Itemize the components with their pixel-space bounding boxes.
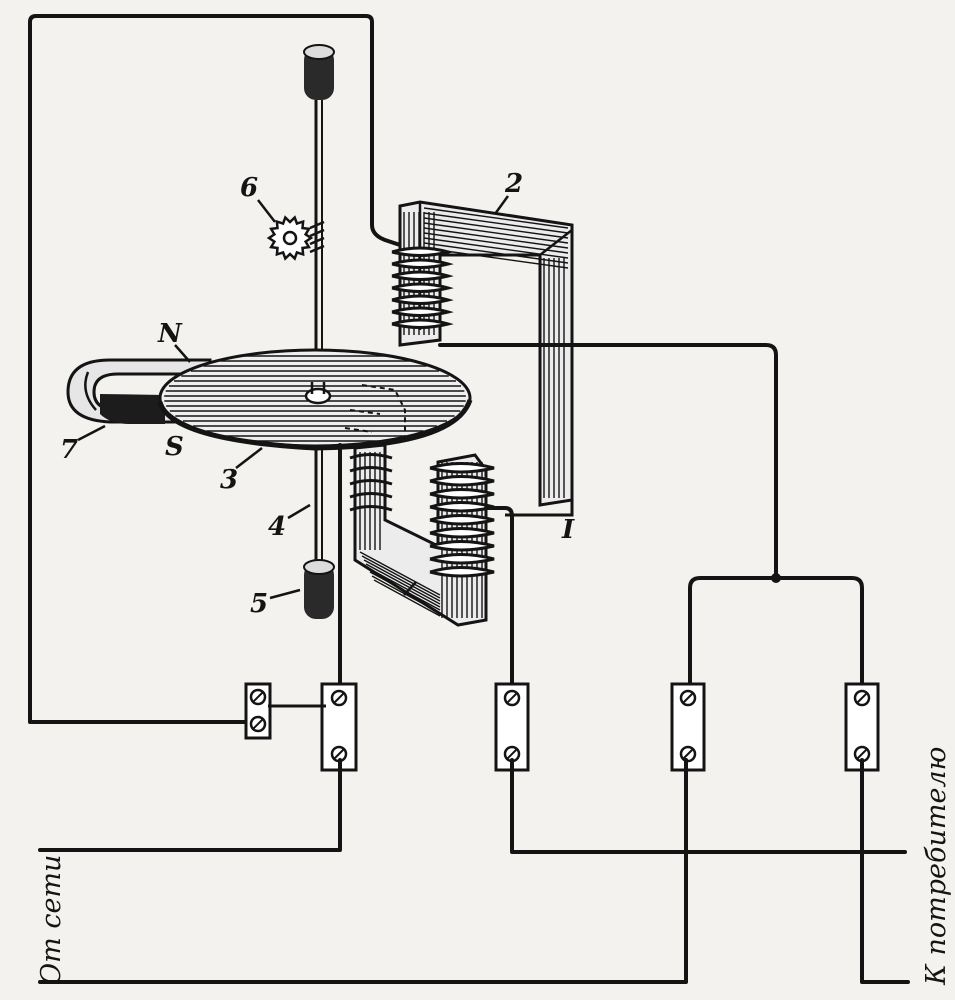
- bottom-bearing: [304, 563, 334, 619]
- caption-from-network: От сети: [36, 855, 67, 985]
- aluminium-disc: [157, 348, 473, 451]
- neutral-bridge: [688, 576, 864, 692]
- neutral-wire: [38, 758, 688, 984]
- braking-magnet: [66, 358, 212, 424]
- voltage-electromagnet-core: [391, 200, 574, 507]
- label-coil-2: 2: [504, 169, 523, 199]
- label-magnet-south: S: [165, 432, 184, 462]
- top-bearing: [304, 48, 334, 100]
- line-wire-in: [38, 758, 342, 852]
- label-core-1: I: [561, 515, 575, 545]
- neutral-wire-load: [860, 758, 910, 984]
- label-magnet-north: N: [157, 319, 183, 349]
- voltage-coil-lead-2: [505, 495, 574, 517]
- label-disc-3: 3: [220, 465, 238, 495]
- label-bearing-5: 5: [250, 589, 268, 619]
- voltage-supply-wire: [28, 14, 402, 724]
- label-gear-6: 6: [240, 173, 258, 203]
- gear-hub: [282, 230, 298, 246]
- current-electromagnet-core: [349, 443, 495, 627]
- caption-to-consumer: К потребителю: [921, 747, 952, 986]
- current-coil-lead-out: [484, 506, 514, 690]
- disc-hub: [304, 387, 332, 405]
- counting-gear: [266, 215, 314, 261]
- label-axle-4: 4: [268, 512, 286, 542]
- gear-teeth: [266, 215, 314, 261]
- voltage-coil-lead: [438, 343, 778, 580]
- label-magnet-7: 7: [60, 435, 78, 465]
- terminal-block: [244, 682, 880, 772]
- load-wire-out: [510, 758, 907, 854]
